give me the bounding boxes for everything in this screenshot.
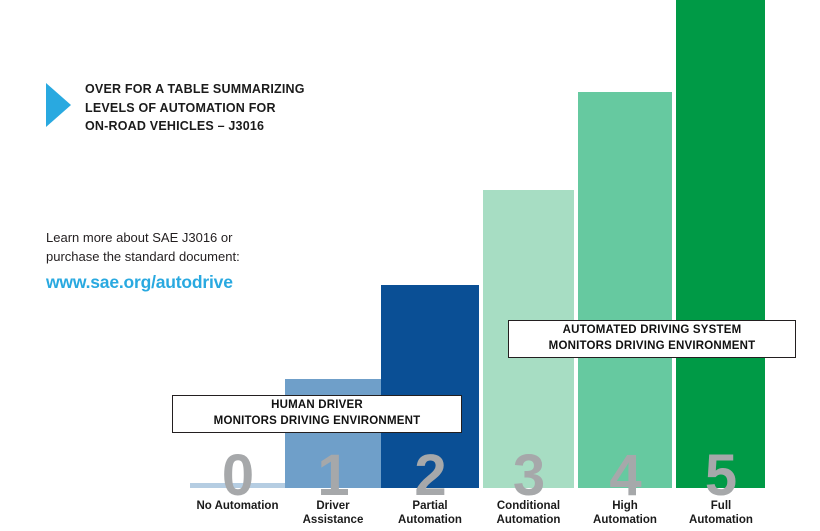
promo-block: OVER FOR A TABLE SUMMARIZING LEVELS OF A… bbox=[46, 80, 305, 136]
bar-level-0 bbox=[190, 483, 285, 488]
caption-level-0: No Automation bbox=[170, 499, 305, 513]
caption-level-5-line2: Automation bbox=[689, 514, 753, 527]
promo-line-3: ON-ROAD VEHICLES – J3016 bbox=[85, 119, 265, 133]
promo-line-2: LEVELS OF AUTOMATION FOR bbox=[85, 100, 276, 115]
callout-human-driver: HUMAN DRIVER MONITORS DRIVING ENVIRONMEN… bbox=[172, 395, 462, 433]
numeral-level-0: 0 bbox=[221, 443, 254, 508]
caption-level-4: High Automation bbox=[571, 499, 679, 528]
numeral-level-4: 4 bbox=[609, 443, 641, 508]
numeral-level-5: 5 bbox=[704, 443, 737, 508]
callout-automated-driving-system: AUTOMATED DRIVING SYSTEM MONITORS DRIVIN… bbox=[508, 320, 796, 358]
promo-line-1: OVER FOR A TABLE SUMMARIZING bbox=[85, 82, 305, 96]
bar-level-2 bbox=[381, 285, 479, 488]
caption-level-3-line1: Conditional bbox=[496, 500, 561, 512]
caption-level-2: Partial Automation bbox=[376, 499, 484, 528]
caption-level-1-line1: Driver bbox=[316, 500, 350, 512]
caption-level-5: Full Automation bbox=[667, 499, 775, 528]
numeral-level-3: 3 bbox=[512, 443, 545, 508]
numeral-level-2: 2 bbox=[414, 443, 446, 508]
sae-autodrive-link[interactable]: www.sae.org/autodrive bbox=[46, 271, 233, 292]
caption-level-2-line1: Partial bbox=[412, 500, 448, 512]
callout-human-driver-line1: HUMAN DRIVER bbox=[271, 399, 363, 412]
caption-level-0-line1: No Automation bbox=[196, 500, 279, 512]
learn-more-block: Learn more about SAE J3016 or purchase t… bbox=[46, 229, 240, 293]
caption-level-1: Driver Assistance bbox=[285, 499, 381, 528]
caption-level-4-line2: Automation bbox=[593, 514, 657, 527]
caption-level-2-line2: Automation bbox=[398, 514, 462, 527]
caption-level-4-line1: High bbox=[612, 500, 638, 512]
learn-more-line-1: Learn more about SAE J3016 or bbox=[46, 230, 233, 245]
bar-level-5 bbox=[676, 0, 765, 488]
play-triangle-icon bbox=[46, 83, 71, 127]
promo-text: OVER FOR A TABLE SUMMARIZING LEVELS OF A… bbox=[85, 80, 305, 136]
bar-level-4 bbox=[578, 92, 672, 488]
caption-level-3-line2: Automation bbox=[496, 514, 561, 527]
callout-human-driver-line2: MONITORS DRIVING ENVIRONMENT bbox=[213, 415, 421, 427]
learn-more-line-2: purchase the standard document: bbox=[46, 248, 240, 264]
numeral-level-1: 1 bbox=[317, 443, 349, 508]
callout-ads-line1: AUTOMATED DRIVING SYSTEM bbox=[562, 324, 742, 337]
caption-level-3: Conditional Automation bbox=[474, 499, 583, 528]
caption-level-5-line1: Full bbox=[710, 500, 732, 512]
caption-level-1-line2: Assistance bbox=[302, 514, 364, 527]
callout-ads-line2: MONITORS DRIVING ENVIRONMENT bbox=[548, 340, 756, 352]
